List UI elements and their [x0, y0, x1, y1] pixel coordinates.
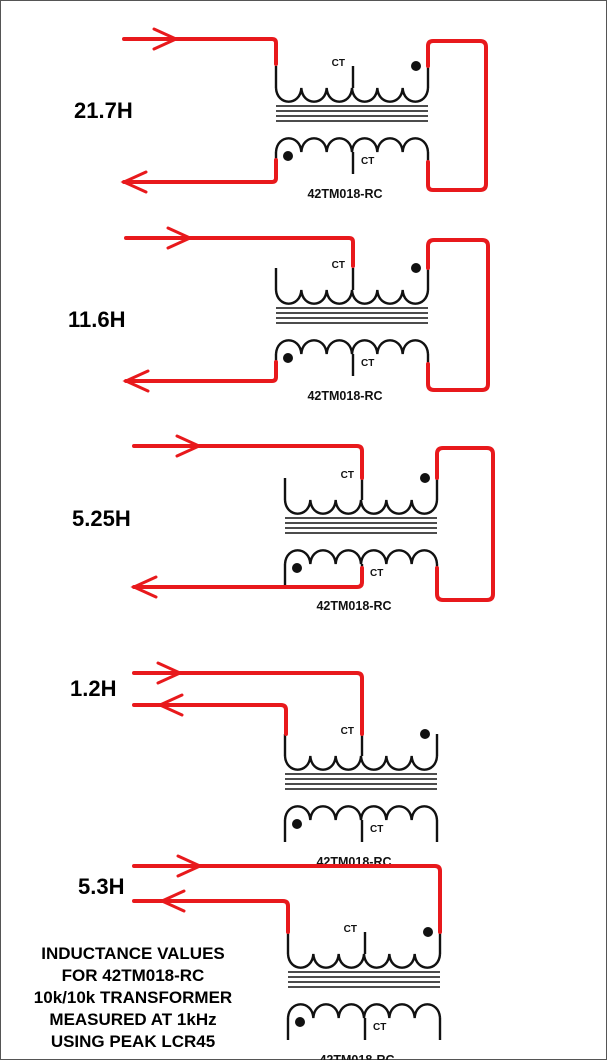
note-line-4: MEASURED AT 1kHz: [49, 1010, 217, 1029]
transformer-diagram-1: CT CT 42TM018-RC: [274, 58, 430, 201]
inductance-label-2: 11.6H: [68, 307, 126, 332]
wire-series-link: [426, 39, 488, 192]
inductance-label-5: 5.3H: [78, 874, 125, 899]
ct-label-secondary: CT: [370, 824, 383, 835]
ct-label-secondary: CT: [361, 156, 374, 167]
secondary-winding: [274, 339, 430, 355]
wire-output: [132, 566, 364, 589]
arrow-in: [175, 434, 203, 458]
part-number-label: 42TM018-RC: [316, 599, 391, 613]
arrow-in: [156, 661, 184, 685]
wire-series-link: [435, 446, 495, 602]
arrow-in: [176, 854, 204, 878]
polarity-dot-secondary: [283, 353, 293, 363]
ct-label-primary: CT: [332, 58, 345, 69]
wire-input: [122, 37, 278, 66]
wiring-3: [130, 434, 495, 602]
primary-winding: [283, 499, 439, 515]
wiring-2: [122, 226, 490, 393]
inductance-label-4: 1.2H: [70, 676, 117, 701]
inductance-label-3: 5.25H: [72, 506, 131, 531]
wiring-5: [132, 854, 442, 934]
wire-output: [122, 158, 278, 184]
wire-output: [124, 360, 278, 383]
arrow-out: [122, 369, 150, 393]
part-number-label: 42TM018-RC: [319, 1053, 394, 1060]
part-number-label: 42TM018-RC: [307, 187, 382, 201]
ct-label-secondary: CT: [361, 358, 374, 369]
primary-winding: [283, 755, 439, 771]
part-number-label: 42TM018-RC: [307, 389, 382, 403]
ct-label-primary: CT: [341, 726, 354, 737]
polarity-dot-secondary: [292, 563, 302, 573]
wire-output: [132, 703, 288, 736]
wire-input: [132, 444, 364, 480]
polarity-dot-primary: [420, 473, 430, 483]
primary-winding: [274, 87, 430, 103]
polarity-dot-primary: [411, 263, 421, 273]
wiring-4: [132, 661, 364, 736]
arrow-in: [166, 226, 194, 250]
polarity-dot-primary: [411, 61, 421, 71]
secondary-winding: [274, 137, 430, 153]
transformer-diagram-5: CT CT 42TM018-RC: [286, 924, 442, 1060]
polarity-dot-secondary: [292, 819, 302, 829]
inductance-label-1: 21.7H: [74, 98, 133, 123]
secondary-winding: [283, 549, 439, 565]
wire-series-link: [426, 238, 490, 392]
secondary-winding: [286, 1003, 442, 1019]
polarity-dot-primary: [420, 729, 430, 739]
arrow-out: [158, 889, 186, 913]
transformer-diagram-3: CT CT 42TM018-RC: [283, 470, 439, 613]
ct-label-primary: CT: [344, 924, 357, 935]
ct-label-primary: CT: [341, 470, 354, 481]
arrow-out: [120, 170, 148, 194]
wire-output: [132, 899, 290, 934]
measurement-note: INDUCTANCE VALUES FOR 42TM018-RC 10k/10k…: [8, 943, 258, 1053]
primary-winding: [286, 953, 442, 969]
polarity-dot-secondary: [283, 151, 293, 161]
ct-label-primary: CT: [332, 260, 345, 271]
wire-input: [132, 671, 364, 736]
arrow-out: [156, 693, 184, 717]
wire-input: [124, 236, 355, 268]
ct-label-secondary: CT: [370, 568, 383, 579]
wire-input: [132, 864, 442, 934]
primary-winding: [274, 289, 430, 305]
note-line-1: INDUCTANCE VALUES: [41, 944, 225, 963]
note-line-5: USING PEAK LCR45: [50, 1032, 216, 1051]
polarity-dot-secondary: [295, 1017, 305, 1027]
note-line-2: FOR 42TM018-RC: [61, 966, 205, 985]
wiring-1: [120, 27, 488, 194]
arrow-in: [152, 27, 180, 51]
arrow-out: [130, 575, 158, 599]
transformer-diagram-2: CT CT 42TM018-RC: [274, 260, 430, 403]
secondary-winding: [283, 805, 439, 821]
ct-label-secondary: CT: [373, 1022, 386, 1033]
polarity-dot-primary: [423, 927, 433, 937]
note-line-3: 10k/10k TRANSFORMER: [33, 988, 233, 1007]
